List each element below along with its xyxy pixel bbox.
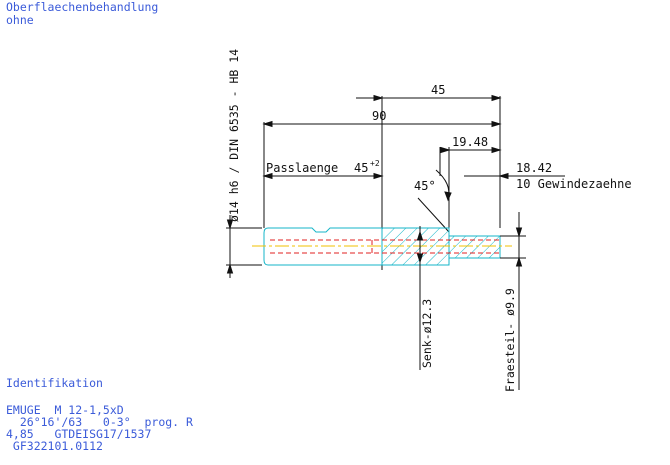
angle-45-dimension <box>417 169 452 233</box>
diameter14-dimension <box>226 215 262 278</box>
surface-label: Oberflaechenbehandlung <box>6 0 158 14</box>
identification-line-2: 26°16'/63 0-3° prog. R <box>6 415 193 429</box>
senk-dimension <box>416 226 424 370</box>
senk-label: Senk-ø12.3 <box>420 299 434 368</box>
identification-line-3: 4,85 GTDEISG17/1537 <box>6 427 151 441</box>
dimension-passlaenge <box>262 172 384 180</box>
surface-value: ohne <box>6 13 34 27</box>
dimension-1948 <box>440 146 502 154</box>
identification-line-1: EMUGE M 12-1,5xD <box>6 403 124 417</box>
passlaenge-label: Passlaenge <box>266 161 338 175</box>
identification-line-4: GF322101.0112 <box>6 439 103 453</box>
diameter-spec: ø14 h6 / DIN 6535 - HB 14 <box>227 49 241 222</box>
fraesteil-label: Fraesteil- ø9.9 <box>503 288 517 392</box>
passlaenge-value: 45 <box>354 161 368 175</box>
dim-45-label: 45 <box>431 83 445 97</box>
dim-1948-label: 19.48 <box>452 135 488 149</box>
passlaenge-tolerance: +2 <box>370 159 380 168</box>
dim-1842-label: 18.42 <box>516 161 552 175</box>
hidden-lines <box>270 239 500 254</box>
dimension-1842 <box>464 172 565 180</box>
dimension-45 <box>356 94 502 102</box>
threads-label: 10 Gewindezaehne <box>516 177 632 191</box>
fraesteil-dimension <box>500 212 526 390</box>
identification-heading: Identifikation <box>6 376 103 390</box>
angle-45-label: 45° <box>414 179 436 193</box>
dim-90-label: 90 <box>372 109 386 123</box>
dimension-90 <box>262 120 502 128</box>
